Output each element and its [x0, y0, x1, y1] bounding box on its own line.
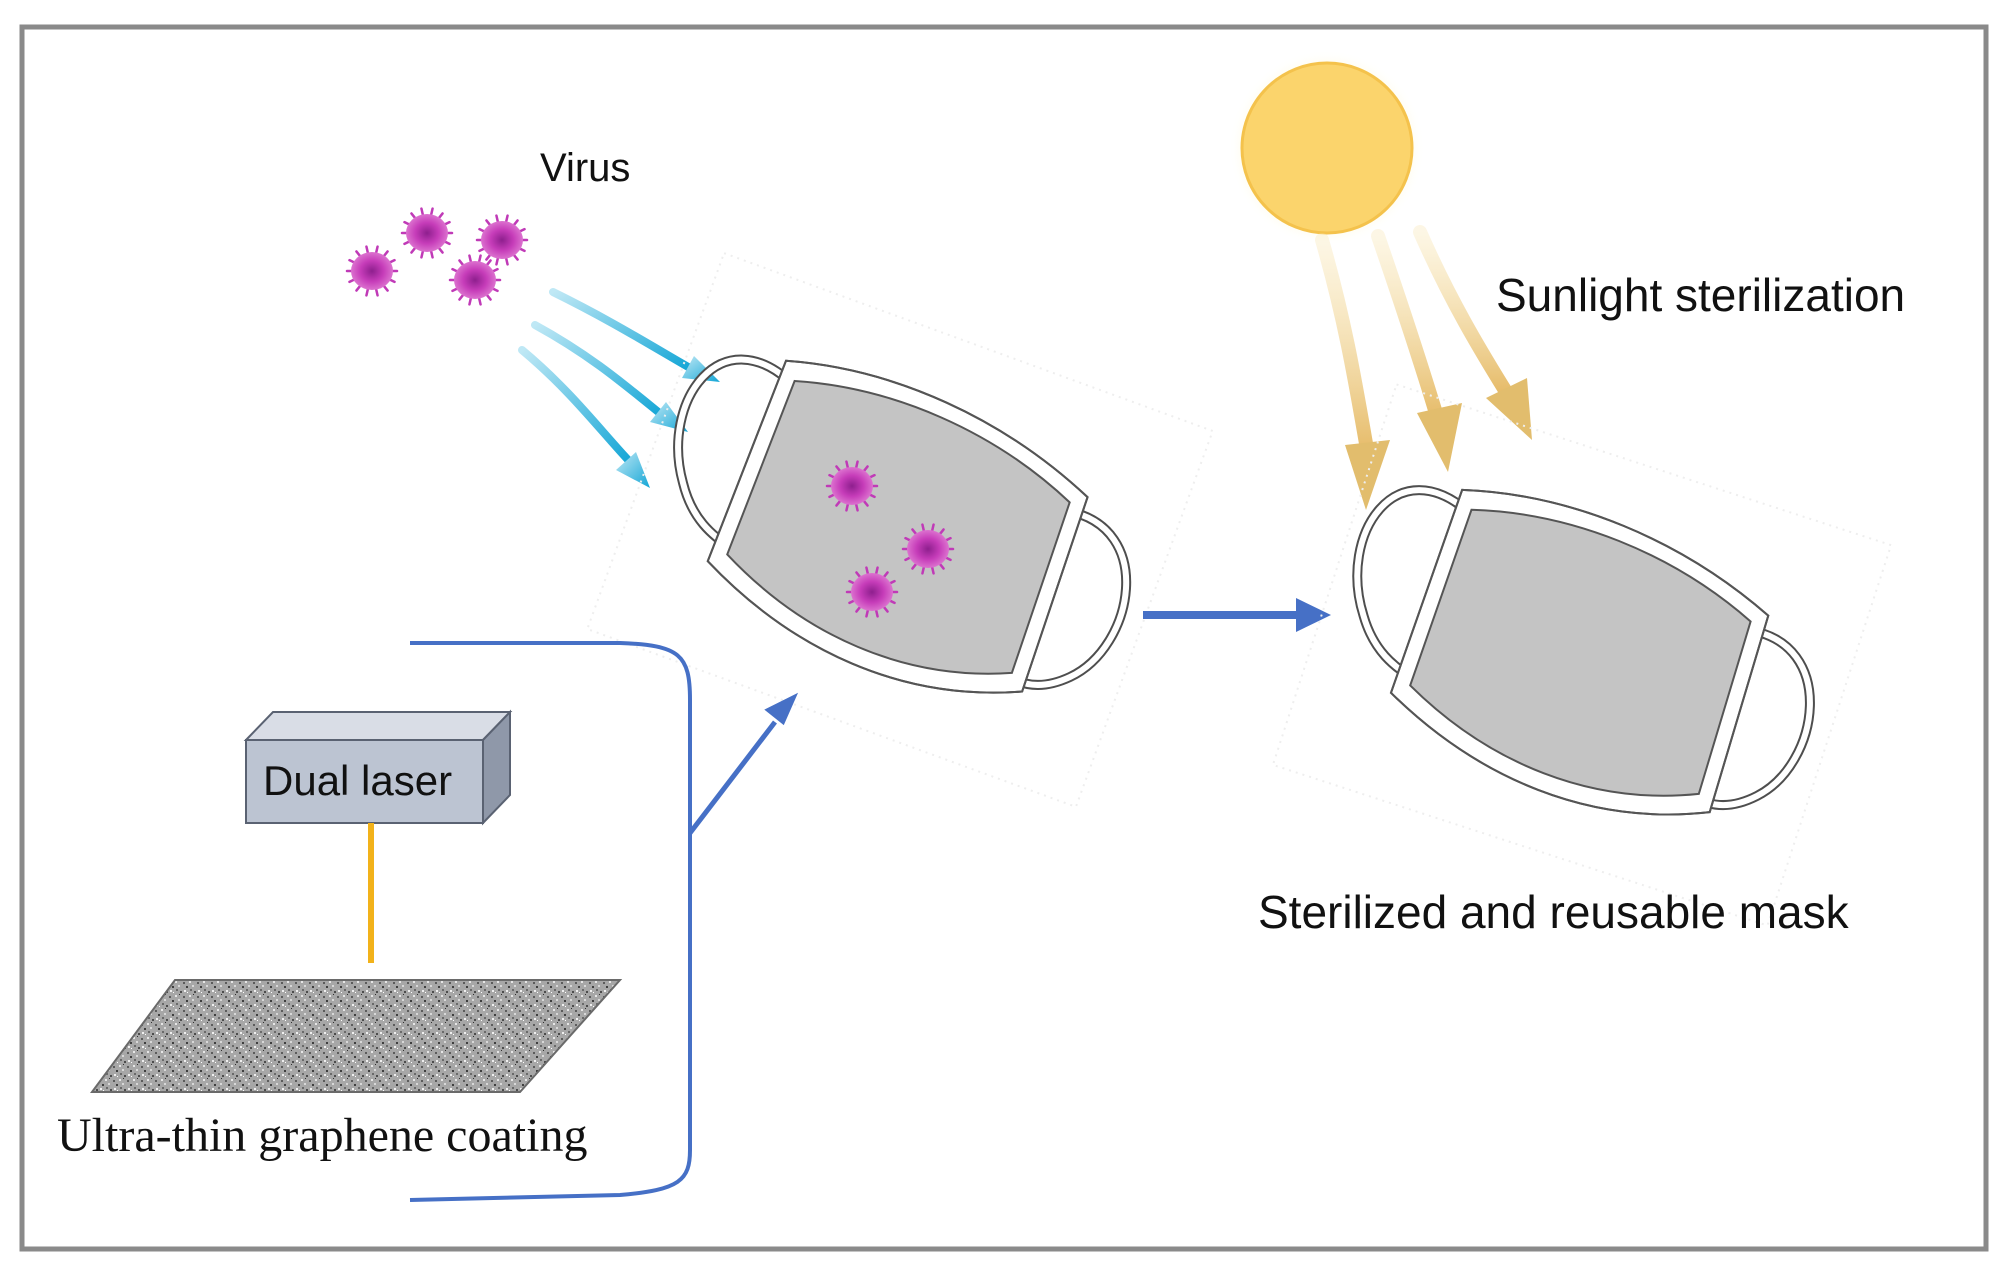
virus-body: [351, 252, 393, 290]
process-arrow-diagonal: [688, 692, 799, 835]
virus-icon: [901, 523, 955, 575]
dual-laser-label: Dual laser: [263, 757, 453, 804]
mask-icon: [585, 251, 1215, 809]
virus-body: [481, 221, 523, 259]
graphene-coating-label: Ultra-thin graphene coating: [57, 1109, 588, 1162]
graphene-sheet-icon: [90, 979, 623, 1093]
virus-icon: [845, 566, 899, 618]
process-arrow-right: [1143, 598, 1331, 632]
virus-label: Virus: [540, 146, 631, 190]
virus-body: [454, 261, 496, 299]
virus-on-mask: [825, 460, 955, 618]
virus-icon: [400, 207, 454, 259]
virus-body: [907, 530, 949, 568]
virus-icon: [825, 460, 879, 512]
sunbeam-arrows: [1315, 225, 1532, 510]
reusable-mask-label: Sterilized and reusable mask: [1258, 886, 1849, 938]
virus-icon: [345, 245, 399, 297]
process-bracket: [409, 641, 692, 1202]
sunlight-sterilization-label: Sunlight sterilization: [1496, 269, 1906, 321]
airflow-arrow: [518, 346, 650, 488]
sunbeam-arrow: [1413, 225, 1532, 440]
virus-icon: [448, 254, 502, 306]
sunbeam-arrow: [1371, 229, 1462, 472]
virus-particles: [345, 207, 529, 306]
virus-body: [406, 214, 448, 252]
virus-body: [851, 573, 893, 611]
laser-device-icon: [243, 709, 513, 826]
virus-icon: [475, 214, 529, 266]
virus-body: [831, 467, 873, 505]
sun-icon: [1229, 50, 1425, 246]
mask-icon: [1271, 383, 1893, 927]
